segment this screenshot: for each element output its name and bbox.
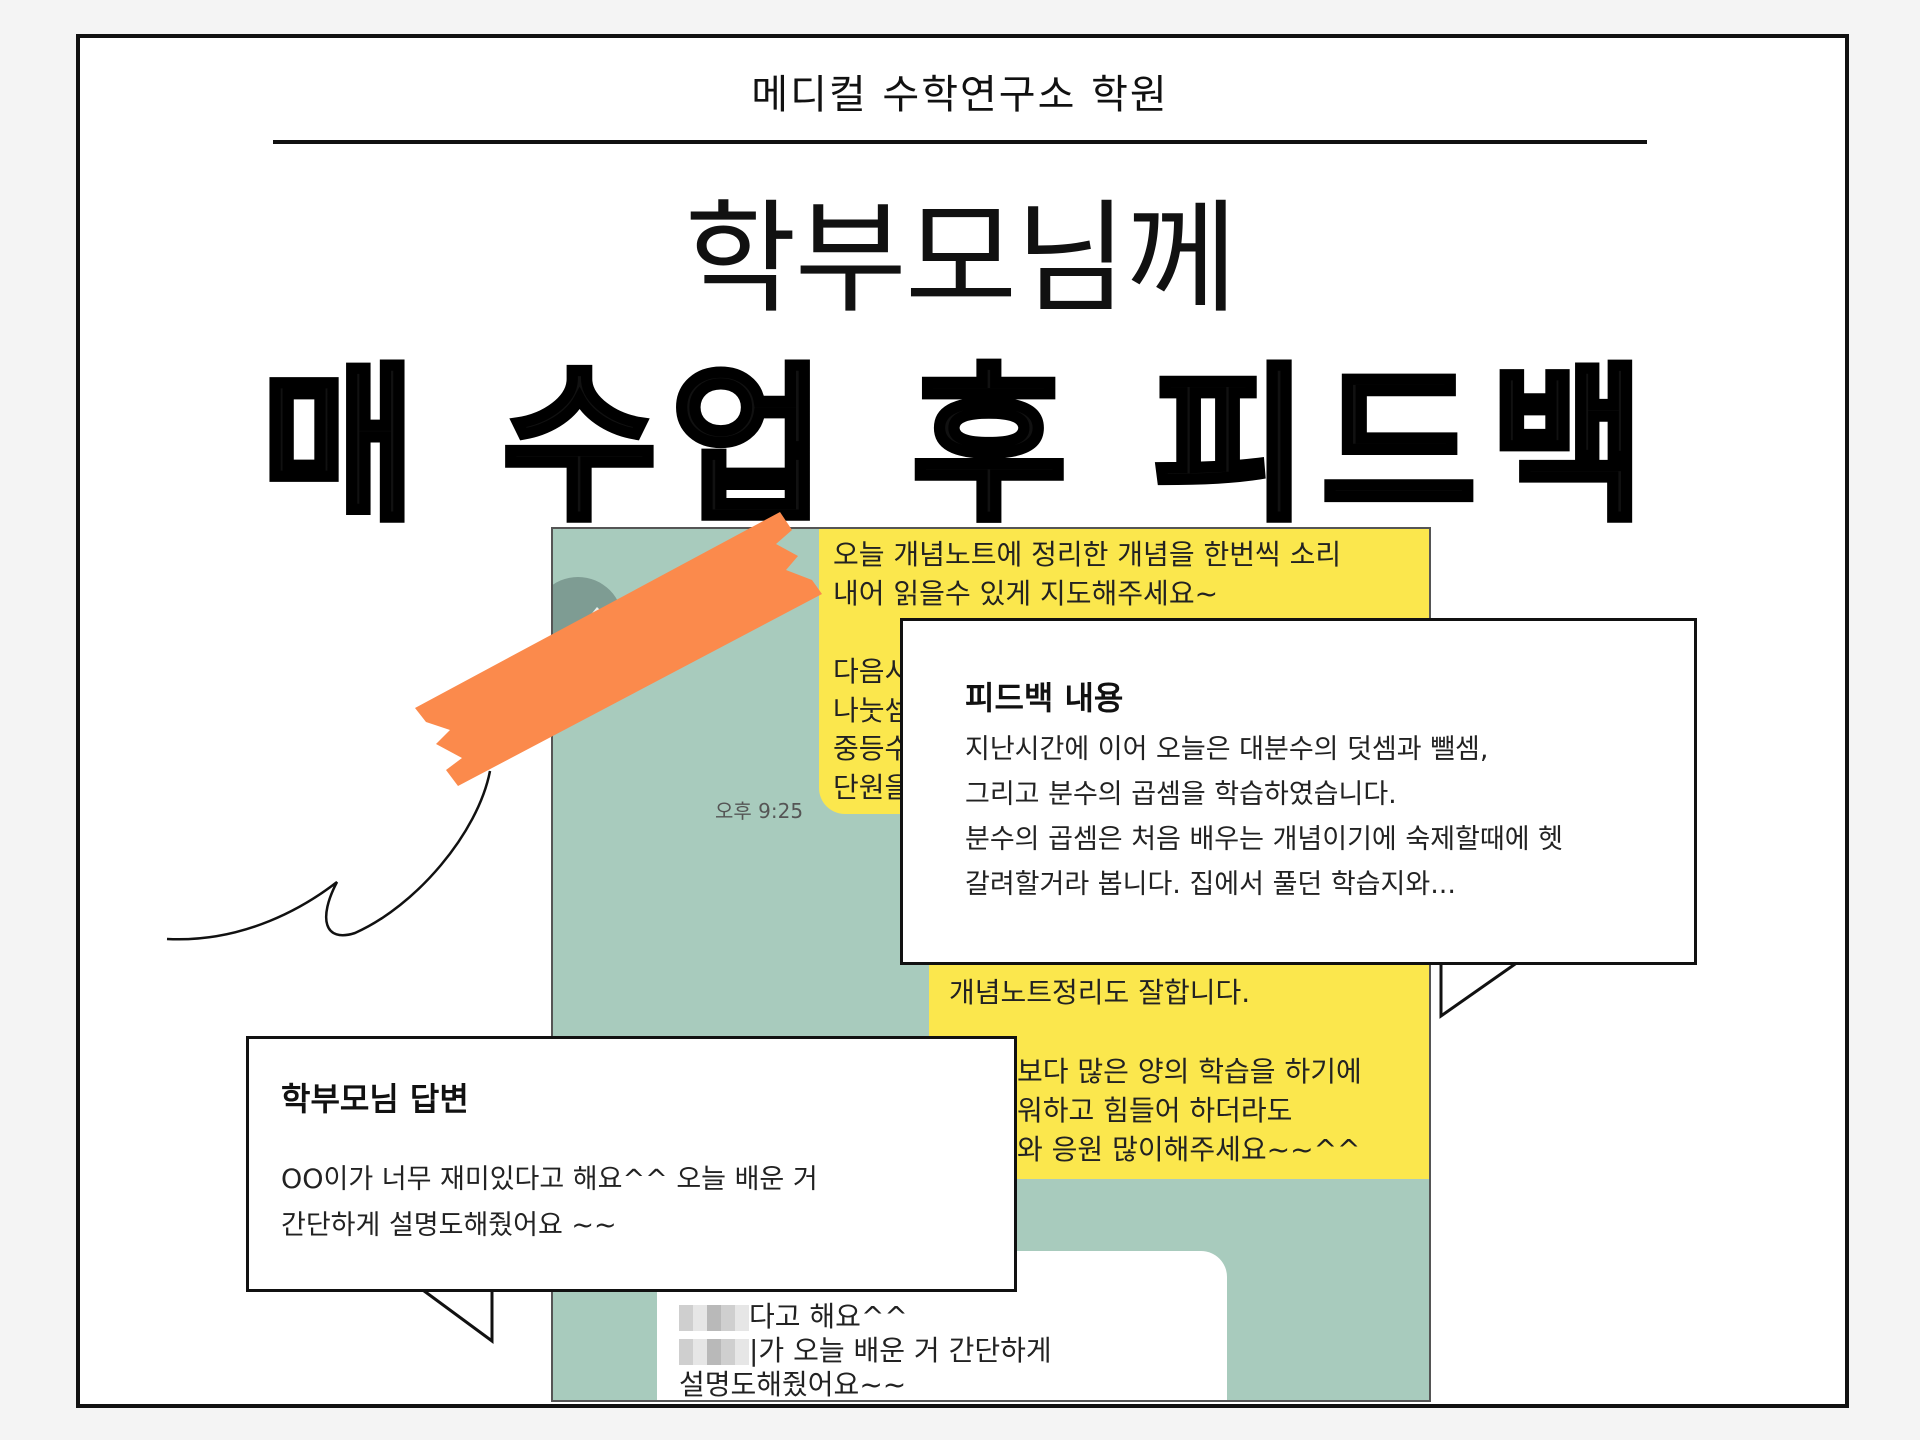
feedback-line: 지난시간에 이어 오늘은 대분수의 덧셈과 뺄셈, <box>965 734 1489 765</box>
chat-line: 워하고 힘들어 하더라도 <box>1017 1094 1293 1127</box>
parent-reply-box: 학부모님 답변 OO이가 너무 재미있다고 해요^^ 오늘 배운 거 간단하게 … <box>246 1036 1017 1292</box>
chat-line: 내어 읽을수 있게 지도해주세요~ <box>833 577 1219 610</box>
parent-box-tail <box>415 1283 494 1344</box>
page-title: 매 수업 후 피드백 <box>258 345 1659 547</box>
blurred-name <box>679 1305 749 1331</box>
chat-text: 다고 해요^^ <box>749 1300 908 1333</box>
feedback-title: 피드백 내용 <box>965 679 1124 717</box>
parent-reply-line: 간단하게 설명도해줬어요 ~~ <box>281 1210 617 1241</box>
chat-line: 다고 해요^^ <box>679 1295 908 1335</box>
chat-line: 단원을 <box>833 771 911 804</box>
chat-line: 다음시 <box>833 655 911 688</box>
feedback-box-tail <box>1439 958 1519 1019</box>
feedback-line: 그리고 분수의 곱셈을 학습하였습니다. <box>965 779 1397 810</box>
chat-line: |가 오늘 배운 거 간단하게 <box>679 1329 1052 1369</box>
divider <box>273 140 1647 144</box>
blurred-name <box>679 1339 749 1365</box>
squiggle-line <box>166 770 492 941</box>
chat-text: |가 오늘 배운 거 간단하게 <box>749 1334 1052 1367</box>
message-time: 오후 9:25 <box>715 799 804 823</box>
feedback-line: 분수의 곱셈은 처음 배우는 개념이기에 숙제할때에 헷 <box>965 824 1563 855</box>
feedback-box: 피드백 내용 지난시간에 이어 오늘은 대분수의 덧셈과 뺄셈, 그리고 분수의… <box>900 618 1697 965</box>
academy-name: 메디컬 수학연구소 학원 <box>751 72 1169 118</box>
chat-line: 개념노트정리도 잘합니다. <box>949 976 1251 1009</box>
chat-line: 나눗셈 <box>833 694 911 727</box>
subtitle: 학부모님께 <box>684 188 1237 330</box>
chat-line: 설명도해줬어요~~ <box>679 1368 907 1401</box>
feedback-line: 갈려할거라 봅니다. 집에서 풀던 학습지와... <box>965 869 1456 900</box>
parent-reply-title: 학부모님 답변 <box>281 1080 469 1118</box>
chat-line: 오늘 개념노트에 정리한 개념을 한번씩 소리 <box>833 538 1342 571</box>
parent-reply-line: OO이가 너무 재미있다고 해요^^ 오늘 배운 거 <box>281 1164 818 1195</box>
chat-line: 와 응원 많이해주세요~~^^ <box>1017 1133 1361 1166</box>
chat-line: 중등수 <box>833 732 911 765</box>
orange-tape <box>415 512 822 786</box>
chat-line: 보다 많은 양의 학습을 하기에 <box>1017 1055 1362 1088</box>
